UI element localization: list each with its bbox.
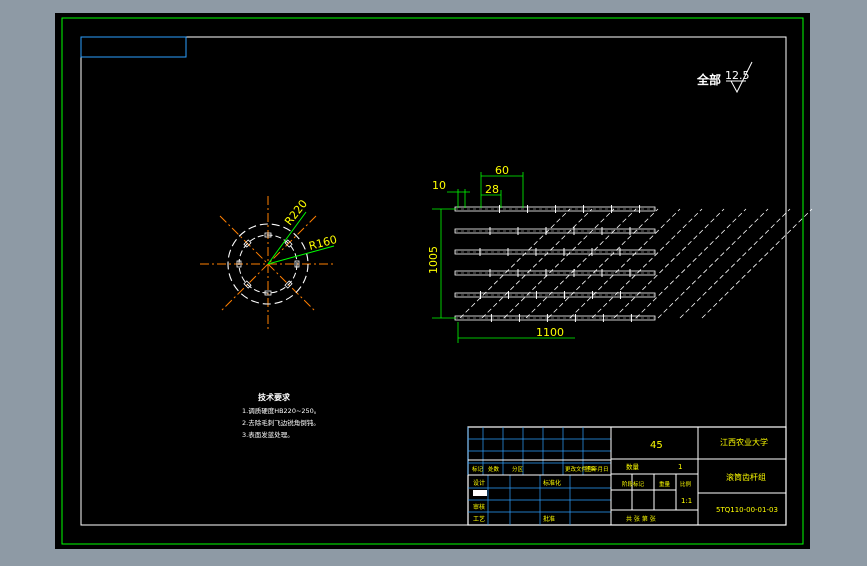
end-view-holes — [236, 232, 300, 296]
tb-highlight-cell — [473, 490, 487, 496]
hole-mark — [243, 239, 252, 248]
outer-circle-r220 — [227, 223, 309, 305]
technical-requirements: 技术要求 1.调质硬度HB220~250。 2.去除毛刺飞边锐角倒钝。 3.表面… — [242, 392, 320, 439]
diagonal-bracing — [459, 208, 813, 319]
revision-header-label: 标记 — [472, 465, 484, 473]
tech-req-item-3: 3.表面发蓝处理。 — [242, 430, 294, 439]
tb-university: 江西农业大学 — [720, 437, 768, 447]
tb-qty-label: 数量 — [626, 462, 640, 471]
end-view: R220 R160 — [200, 196, 338, 332]
brace-line — [547, 208, 659, 319]
tb-ratio: 比例 — [680, 480, 692, 488]
sheet-outer-border — [61, 17, 804, 545]
roughness-prefix: 全部 — [696, 72, 721, 87]
brace-line — [701, 208, 813, 319]
tooth-bars — [454, 205, 656, 322]
brace-line — [481, 208, 593, 319]
hole-mark — [264, 290, 272, 296]
tb-standardize: 标准化 — [543, 479, 561, 487]
tb-scale: 1:1 — [681, 497, 692, 505]
title-block-frame — [467, 426, 787, 526]
brace-line — [525, 208, 637, 319]
tech-req-item-1: 1.调质硬度HB220~250。 — [242, 406, 320, 415]
brace-line — [613, 208, 725, 319]
brace-line — [569, 208, 681, 319]
tech-req-item-2: 2.去除毛刺飞边锐角倒钝。 — [242, 418, 320, 427]
tb-drawing-no: 5TQ110-00-01-03 — [716, 506, 778, 514]
tb-approve: 批准 — [543, 515, 555, 523]
side-view: 10 60 28 1005 1100 — [427, 164, 813, 343]
hole-mark — [243, 280, 252, 289]
revision-header-label: 分区 — [512, 465, 524, 473]
tb-row-process: 工艺 — [473, 515, 485, 523]
dim-1005: 1005 — [427, 246, 440, 274]
tb-qty-value: 1 — [678, 463, 682, 471]
dim-60: 60 — [495, 164, 509, 177]
roughness-value: 12.5 — [725, 69, 750, 82]
tb-row-design: 设计 — [473, 479, 485, 487]
inner-circle-r160 — [238, 234, 298, 294]
brace-line — [503, 208, 615, 319]
roughness-symbol — [726, 61, 753, 94]
revision-header-label: 签名 — [585, 465, 596, 473]
surface-roughness-note: 全部 12.5 — [696, 61, 753, 94]
tb-row-review: 审核 — [473, 503, 485, 511]
tb-sheets: 共 张 第 张 — [626, 515, 656, 523]
dimension-lines — [432, 172, 575, 343]
brace-line — [679, 208, 791, 319]
tb-weight: 重量 — [659, 480, 671, 488]
revision-header-label: 处数 — [488, 465, 500, 473]
dim-28: 28 — [485, 183, 499, 196]
brace-line — [635, 208, 747, 319]
revision-header-label: 年月日 — [592, 465, 609, 473]
title-block-dividers — [468, 427, 786, 525]
brace-line — [591, 208, 703, 319]
dim-10: 10 — [432, 179, 446, 192]
hole-mark — [264, 232, 272, 238]
revision-header-labels: 标记处数 分区 更改文件号签名年月日 — [472, 465, 609, 473]
hole-mark — [284, 239, 293, 248]
tech-req-title: 技术要求 — [258, 392, 291, 402]
tb-stage-mark: 阶段标记 — [622, 480, 645, 488]
hole-mark — [294, 260, 300, 268]
leader-r220 — [267, 211, 307, 265]
hole-mark — [284, 280, 293, 289]
dim-1100: 1100 — [536, 326, 564, 339]
sheet-inner-frame — [80, 36, 787, 526]
corner-code-box — [80, 36, 187, 58]
tb-material: 45 — [650, 440, 663, 451]
hole-mark — [236, 260, 242, 268]
revision-header-label: 更改文件号 — [565, 465, 593, 473]
drawing-sheet — [55, 13, 810, 549]
brace-line — [459, 208, 571, 319]
revision-grid — [467, 427, 612, 525]
brace-line — [657, 208, 769, 319]
leader-r160 — [267, 245, 335, 265]
title-block: 45 江西农业大学 滚筒齿杆组 5TQ110-00-01-03 数量 1 阶段标… — [467, 426, 787, 526]
tb-part-name: 滚筒齿杆组 — [726, 472, 766, 482]
